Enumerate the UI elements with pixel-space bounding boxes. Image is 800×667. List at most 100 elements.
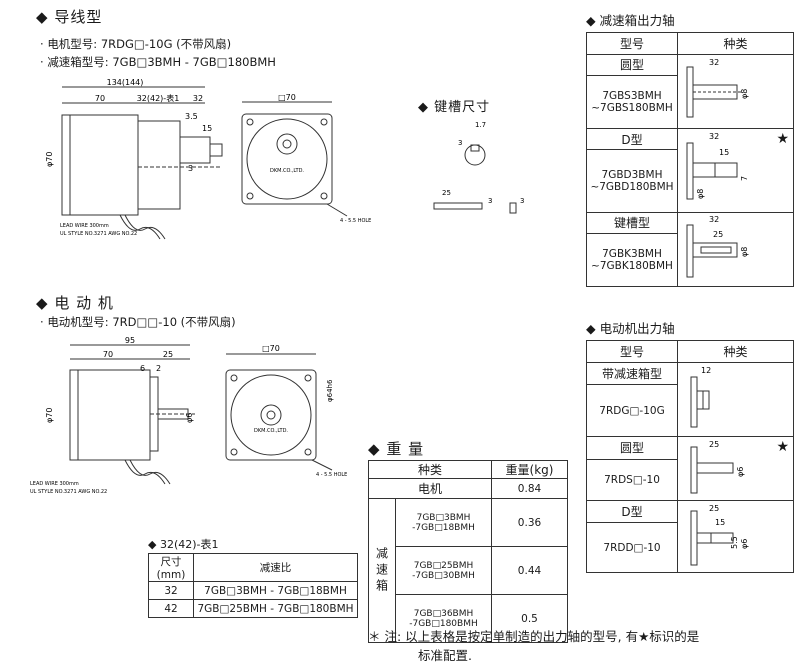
- ratio-table: 尺寸(mm) 减速比 32 7GB□3BMH - 7GB□18BMH 42 7G…: [148, 553, 358, 618]
- ratio-size: 42: [148, 599, 194, 618]
- shaft-dim: 5.5: [730, 536, 739, 549]
- dim-3242: 32(42)-表1: [137, 93, 180, 103]
- d-shaft-drawing: 32 15 φ8 7: [686, 132, 749, 200]
- table-row: D型 ★ 32 15 φ8 7: [586, 128, 794, 213]
- d-motor-shaft-drawing: 25 15 5.5 φ6: [690, 504, 749, 566]
- weight-table: 种类 重量(kg) 电机 0.84 减速箱 7GB□3BMH -7GB□18BM…: [368, 460, 568, 643]
- weight-model: 7GB□36BMH -7GB□180BMH: [395, 594, 492, 643]
- motor-shaft-header-kind: 种类: [677, 340, 794, 363]
- motor-lead-style: UL STYLE NO.3271 AWG NO.22: [30, 489, 107, 495]
- diamond-icon: ◆: [148, 538, 157, 551]
- ratio-size: 32: [148, 581, 194, 600]
- weight-model: 7GB□25BMH -7GB□30BMH: [395, 546, 492, 595]
- gear-shaft-group-name: 圆型: [586, 54, 678, 76]
- gear-shaft-drawing-cell: ★ 32 15 φ8 7: [677, 128, 794, 213]
- gear-shaft-group-name: 键槽型: [586, 212, 678, 234]
- star-icon: ★: [776, 439, 789, 455]
- ratio-header-ratio: 减速比: [193, 553, 358, 582]
- weight-value: 0.36: [491, 498, 568, 547]
- table-row: 7GB□36BMH -7GB□180BMH 0.5: [369, 594, 568, 643]
- shaft-dim: φ8: [740, 247, 749, 257]
- dim-dia70: φ70: [45, 152, 54, 167]
- motor-shaft-group-name: 带减速箱型: [586, 362, 678, 385]
- table-row: 7RDG□-10G: [586, 384, 794, 437]
- lead-wire: LEAD WIRE 300mm: [60, 223, 109, 229]
- table-row: 7GBS3BMH ~7GBS180BMH: [586, 74, 794, 130]
- gearmotor-gearbox-model: · 减速箱型号: 7GB□3BMH - 7GB□180BMH: [40, 55, 276, 69]
- motor-shaft-title-text: 电动机出力轴: [599, 321, 675, 336]
- diamond-icon: ◆: [36, 294, 49, 312]
- round-shaft-drawing: 32 φ8: [686, 58, 749, 118]
- shaft-dim: φ8: [740, 89, 749, 99]
- motor-shaft-models: 7RDG□-10G: [586, 384, 678, 437]
- shaft-dim: 25: [709, 440, 719, 449]
- weight-value: 0.5: [491, 594, 568, 643]
- table-row: 电机 0.84: [368, 478, 568, 499]
- table1-title-text: 32(42)-表1: [159, 538, 219, 551]
- keyway-k1: 1.7: [475, 121, 486, 129]
- motor-model-text: 电动机型号: 7RD□□-10 (不带风扇): [47, 315, 236, 329]
- dim-15: 15: [202, 124, 212, 133]
- gear-shaft-header-kind: 种类: [677, 32, 794, 55]
- diamond-icon: ◆: [368, 440, 381, 458]
- motor-shaft-table: 型号 种类 带减速箱型 12 7RDG□-10G 圆型 ★ 25 φ6 7RDS…: [586, 340, 794, 573]
- motor-side-drawing: 95 70 25 6 2 φ70 φ6 LEAD WIRE 300mm UL S…: [30, 336, 195, 495]
- weight-model: 7GB□3BMH -7GB□18BMH: [395, 498, 492, 547]
- dim-35: 3.5: [185, 112, 198, 121]
- motor-front-drawing: □70 DKM.CO.,LTD. φ64h6 4 - 5.5 HOLE: [225, 344, 347, 478]
- table-row: 减速箱 7GB□3BMH -7GB□18BMH 0.36: [368, 498, 568, 643]
- gearmotor-front-drawing: □70 DKM.CO.,LTD. 4 - 5.5 HOLE: [241, 93, 371, 224]
- weight-header-kg: 重量(kg): [491, 460, 568, 479]
- diamond-icon: ◆: [586, 13, 596, 28]
- section-weight-title: ◆ 重 量: [368, 438, 424, 459]
- gear-shaft-models: 7GBS3BMH ~7GBS180BMH: [586, 74, 678, 130]
- motor-dim-dia70: φ70: [45, 408, 54, 423]
- table-row: 7RDD□-10: [586, 522, 794, 573]
- gear-shaft-drawing-cell: 32 25 φ8: [677, 212, 794, 287]
- key-shaft-drawing: 32 25 φ8: [686, 215, 749, 278]
- section-gear-shaft-title: ◆ 减速箱出力轴: [586, 10, 675, 29]
- motor-shaft-drawing-cell: ★ 25 φ6: [677, 436, 794, 501]
- motor-shaft-group-name: D型: [586, 500, 678, 523]
- keyway-k6: 3: [488, 197, 492, 205]
- gearmotor-side-drawing: 134(144) 70 32(42)-表1 32 3.5 15 3 φ70 LE…: [45, 78, 223, 240]
- table-row: D型 25 15 5.5 φ6: [586, 500, 794, 573]
- keyway-k8: 3: [520, 197, 524, 205]
- dim-32: 32: [193, 94, 203, 103]
- keyway-k3: 3: [458, 139, 462, 147]
- dim-front-70: □70: [278, 93, 296, 102]
- dim-70: 70: [95, 94, 105, 103]
- ratio-header-size: 尺寸(mm): [148, 553, 194, 582]
- motor-dia64: φ64h6: [326, 379, 334, 402]
- diamond-icon: ◆: [36, 8, 49, 26]
- keyway-k4: 25: [442, 189, 451, 197]
- table-row: 带减速箱型 12: [586, 362, 794, 437]
- motor-dim-70: 70: [103, 350, 113, 359]
- gearmotor-title-text: 导线型: [54, 8, 103, 26]
- motor-front-70: □70: [262, 344, 280, 353]
- gear-shaft-drawing-cell: 32 φ8: [677, 54, 794, 129]
- motor-lead-wire: LEAD WIRE 300mm: [30, 481, 79, 487]
- weight-motor-label: 电机: [368, 478, 492, 499]
- section-gearmotor-title: ◆ 导线型: [36, 6, 102, 27]
- gear-type-shaft-drawing: 12: [690, 366, 711, 428]
- lead-style: UL STYLE NO.3271 AWG NO.22: [60, 231, 137, 237]
- table-row: 32 7GB□3BMH - 7GB□18BMH: [148, 581, 358, 600]
- star-icon: ★: [776, 131, 789, 147]
- table-row: 42 7GB□25BMH - 7GB□180BMH: [148, 599, 358, 618]
- shaft-dim: 32: [709, 58, 719, 67]
- brand-label: DKM.CO.,LTD.: [270, 168, 304, 174]
- shaft-dim: 15: [719, 148, 729, 157]
- shaft-dim: 15: [715, 518, 725, 527]
- motor-dim-25: 25: [163, 350, 173, 359]
- dim-total: 134(144): [107, 78, 144, 87]
- motor-dim-2: 2: [156, 364, 161, 373]
- note-line-1: ＊ 注: 以上表格是按定单制造的出力轴的型号, 有★标识的是: [368, 629, 700, 644]
- section-table1-title: ◆ 32(42)-表1: [148, 536, 219, 552]
- section-motor-title: ◆ 电 动 机: [36, 292, 114, 313]
- shaft-dim: 25: [713, 230, 723, 239]
- motor-brand-label: DKM.CO.,LTD.: [254, 428, 288, 434]
- motor-shaft-models: 7RDD□-10: [586, 522, 678, 573]
- weight-gearbox-label: 减速箱: [368, 498, 396, 643]
- gear-shaft-models: 7GBK3BMH ~7GBK180BMH: [586, 232, 678, 288]
